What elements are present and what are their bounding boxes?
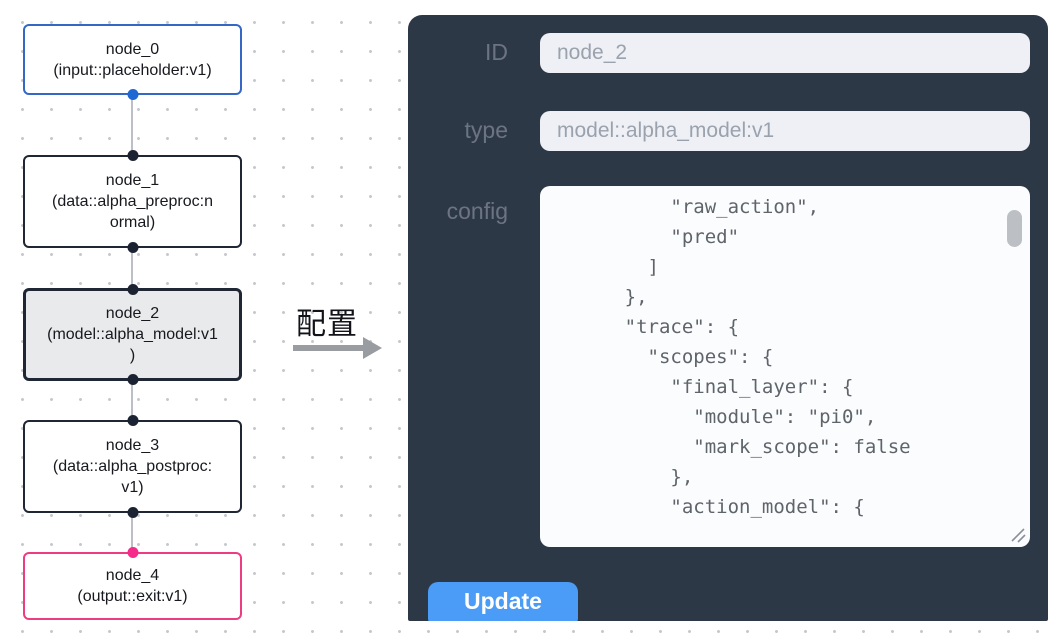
edge-node1-node2: [131, 248, 133, 288]
port-node_3-out[interactable]: [127, 507, 138, 518]
port-node_0-out[interactable]: [127, 89, 138, 100]
config-scrollbar-thumb[interactable]: [1007, 210, 1022, 247]
node-config-panel: ID type config "raw_action", "pred" ] },…: [408, 15, 1048, 621]
port-node_1-in[interactable]: [127, 150, 138, 161]
edge-node0-node1: [131, 95, 133, 155]
id-field-label: ID: [485, 39, 508, 65]
port-node_4-in[interactable]: [127, 547, 138, 558]
port-node_3-in[interactable]: [127, 415, 138, 426]
node-label: node_1 (data::alpha_preproc:n ormal): [52, 172, 213, 231]
node-label: node_0 (input::placeholder:v1): [53, 40, 212, 79]
type-field-label: type: [464, 117, 508, 143]
node-label: node_4 (output::exit:v1): [77, 567, 188, 605]
config-editor: "raw_action", "pred" ] }, "trace": { "sc…: [540, 186, 1030, 547]
resize-handle-icon[interactable]: [1009, 526, 1026, 543]
edge-node2-node3: [131, 381, 133, 420]
flow-node-node_0[interactable]: node_0 (input::placeholder:v1): [23, 24, 242, 100]
flow-node-node_4[interactable]: node_4 (output::exit:v1): [23, 547, 242, 620]
update-button[interactable]: Update: [428, 582, 578, 621]
port-node_2-in[interactable]: [127, 284, 138, 295]
type-input[interactable]: [540, 111, 1030, 151]
flow-node-node_1[interactable]: node_1 (data::alpha_preproc:n ormal): [23, 150, 242, 253]
flow-node-node_3[interactable]: node_3 (data::alpha_postproc: v1): [23, 415, 242, 518]
port-node_2-out[interactable]: [127, 374, 138, 385]
config-field-label: config: [446, 198, 508, 224]
port-node_1-out[interactable]: [127, 242, 138, 253]
node-label: node_3 (data::alpha_postproc: v1): [52, 437, 213, 496]
config-textarea[interactable]: "raw_action", "pred" ] }, "trace": { "sc…: [540, 186, 1030, 547]
edge-node3-node4: [131, 513, 133, 552]
id-input[interactable]: [540, 33, 1030, 73]
flow-node-node_2[interactable]: node_2 (model::alpha_model:v1 ): [23, 284, 242, 385]
configure-label: 配置: [296, 308, 358, 341]
node-label: node_2 (model::alpha_model:v1 ): [47, 305, 218, 364]
config-arrow-icon: [293, 337, 382, 359]
